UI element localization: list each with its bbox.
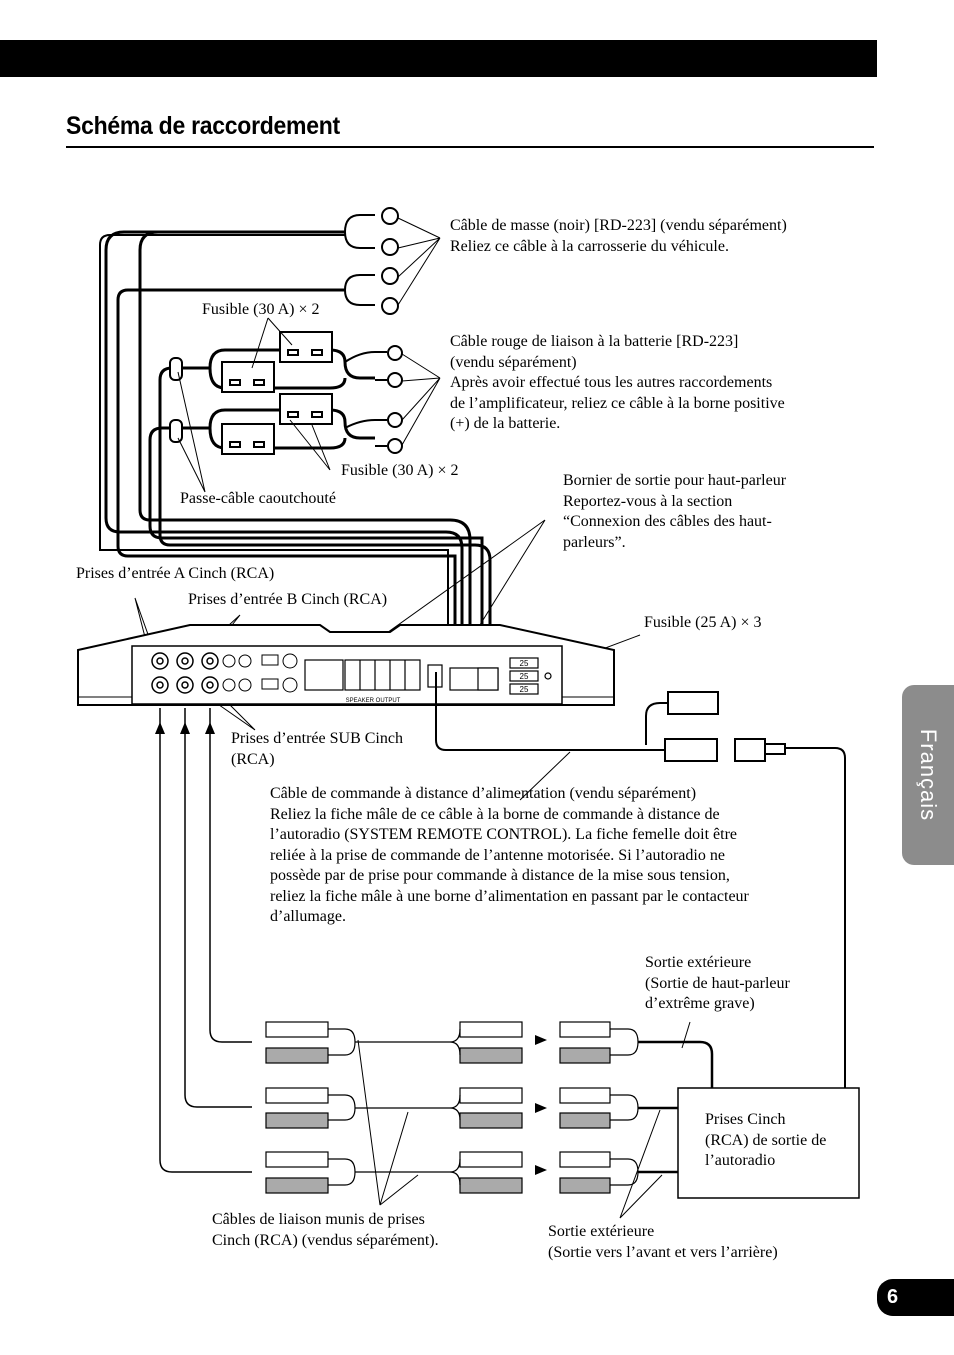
input-a-label: Prises d’entrée A Cinch (RCA) — [76, 565, 275, 582]
fuse-value-1: 25 — [520, 659, 529, 668]
page-number: 6 — [877, 1279, 954, 1316]
connect-arrows — [535, 1035, 547, 1175]
input-arrows — [155, 722, 215, 734]
input-b-label: Prises d’entrée B Cinch (RCA) — [188, 591, 388, 608]
fuse-25-label: Fusible (25 A) × 3 — [644, 614, 762, 631]
grommet-1 — [169, 357, 183, 381]
battery-ring-terminals — [344, 345, 403, 454]
grommet-2 — [169, 419, 183, 443]
fuse-mid-label: Fusible (30 A) × 2 — [341, 462, 459, 479]
battery-cables — [148, 366, 492, 668]
remote-cable — [435, 672, 846, 1088]
fuse-value-3: 25 — [520, 685, 529, 694]
speaker-output-mark: SPEAKER OUTPUT — [346, 698, 401, 704]
front-rear-out-label: Sortie extérieure(Sortie vers l’avant et… — [548, 1223, 778, 1261]
input-sub-label: Prises d’entrée SUB Cinch(RCA) — [231, 730, 403, 768]
amplifier: SPEAKER OUTPUT 25 25 25 — [77, 624, 615, 706]
language-tab: Français — [902, 685, 954, 865]
fuse-top-label: Fusible (30 A) × 2 — [202, 301, 320, 318]
section-title: Schéma de raccordement — [66, 112, 340, 140]
remote-cable-label: Câble de commande à distance d’alimentat… — [270, 785, 749, 925]
rca-plugs — [265, 1021, 714, 1194]
fuse-holders — [208, 331, 375, 455]
ground-ring-terminals — [344, 207, 399, 315]
language-tab-label: Français — [916, 728, 941, 822]
ground-cable-label: Câble de masse (noir) [RD-223] (vendu sé… — [450, 217, 787, 255]
header-bar — [0, 40, 877, 77]
head-unit-box — [677, 1087, 860, 1199]
grommet-label: Passe-câble caoutchouté — [180, 490, 336, 507]
fuse-value-2: 25 — [520, 672, 529, 681]
battery-cable-label: Câble rouge de liaison à la batterie [RD… — [450, 333, 785, 432]
sub-out-label: Sortie extérieure(Sortie de haut-parleur… — [645, 954, 790, 1012]
rca-input-wires — [159, 708, 252, 1173]
ground-cables — [99, 230, 472, 668]
heading-rule — [66, 146, 874, 148]
